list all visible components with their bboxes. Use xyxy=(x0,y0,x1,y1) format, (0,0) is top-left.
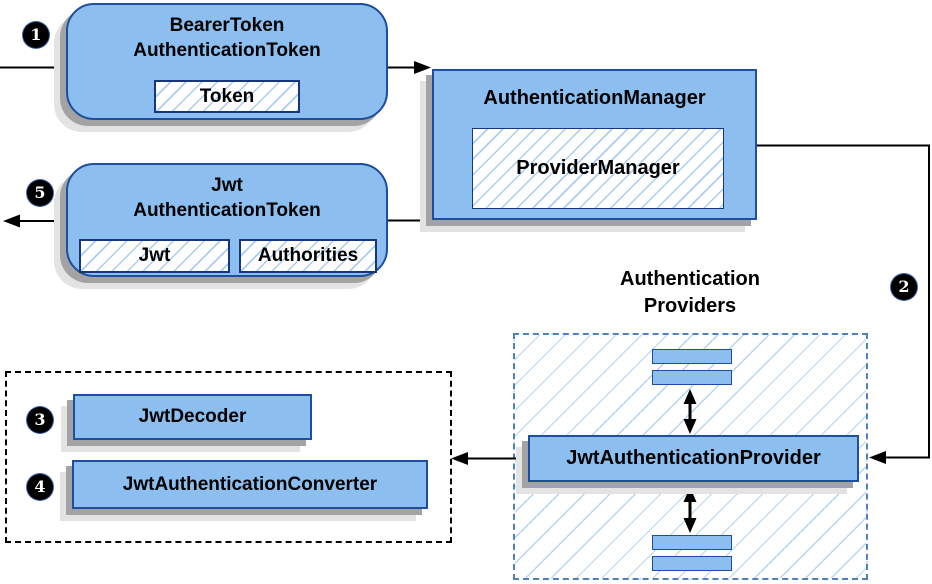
jwt-field-label: Jwt xyxy=(138,245,171,266)
provider-manager-box: ProviderManager xyxy=(472,128,724,209)
bearer-token-title-line1: BearerToken xyxy=(169,15,285,36)
token-field: Token xyxy=(154,80,300,113)
jwt-authentication-provider-label: JwtAuthenticationProvider xyxy=(566,447,821,469)
authorities-field-label: Authorities xyxy=(257,245,359,266)
jwt-authentication-token-node: Jwt AuthenticationToken Jwt Authorities xyxy=(66,163,388,277)
provider-slot-bar xyxy=(652,349,732,364)
jwt-field: Jwt xyxy=(79,239,230,273)
provider-slot-bar xyxy=(652,556,732,571)
jwt-authentication-token-title-line1: Jwt xyxy=(211,175,243,196)
authorities-field: Authorities xyxy=(239,239,377,273)
provider-manager-label: ProviderManager xyxy=(516,157,680,179)
jwt-authentication-converter-node: JwtAuthenticationConverter xyxy=(72,460,428,509)
flow-arrow-jwt-token-out xyxy=(3,214,67,228)
jwt-authentication-provider-node: JwtAuthenticationProvider xyxy=(528,435,859,482)
jwt-decoder-label: JwtDecoder xyxy=(138,406,247,427)
jwt-decoder-node: JwtDecoder xyxy=(73,394,312,440)
bearer-token-title-line2: AuthenticationToken xyxy=(133,40,321,61)
jwt-authentication-token-title-line2: AuthenticationToken xyxy=(133,200,321,221)
authentication-manager-title: AuthenticationManager xyxy=(483,87,706,109)
step-badge-3: 3 xyxy=(27,407,53,433)
authentication-providers-title-line2: Providers xyxy=(643,295,737,317)
step-badge-5: 5 xyxy=(27,180,53,206)
jwt-authentication-token-title: Jwt AuthenticationToken xyxy=(68,165,386,223)
authentication-providers-title: Authentication Providers xyxy=(560,266,820,320)
step-badge-4: 4 xyxy=(27,474,53,500)
provider-slot-bar xyxy=(652,535,732,550)
bearer-token-title: BearerToken AuthenticationToken xyxy=(68,5,386,63)
jwt-authentication-converter-label: JwtAuthenticationConverter xyxy=(122,473,378,495)
flow-arrow-bearer-to-manager xyxy=(388,61,431,74)
step-badge-2: 2 xyxy=(891,274,917,300)
token-field-label: Token xyxy=(199,85,255,107)
bearer-token-authentication-token-node: BearerToken AuthenticationToken Token xyxy=(66,3,388,120)
provider-slot-bar xyxy=(652,370,732,385)
step-badge-1: 1 xyxy=(23,22,49,48)
authentication-manager-node: AuthenticationManager ProviderManager xyxy=(432,69,757,220)
authentication-providers-title-line1: Authentication xyxy=(620,268,760,290)
